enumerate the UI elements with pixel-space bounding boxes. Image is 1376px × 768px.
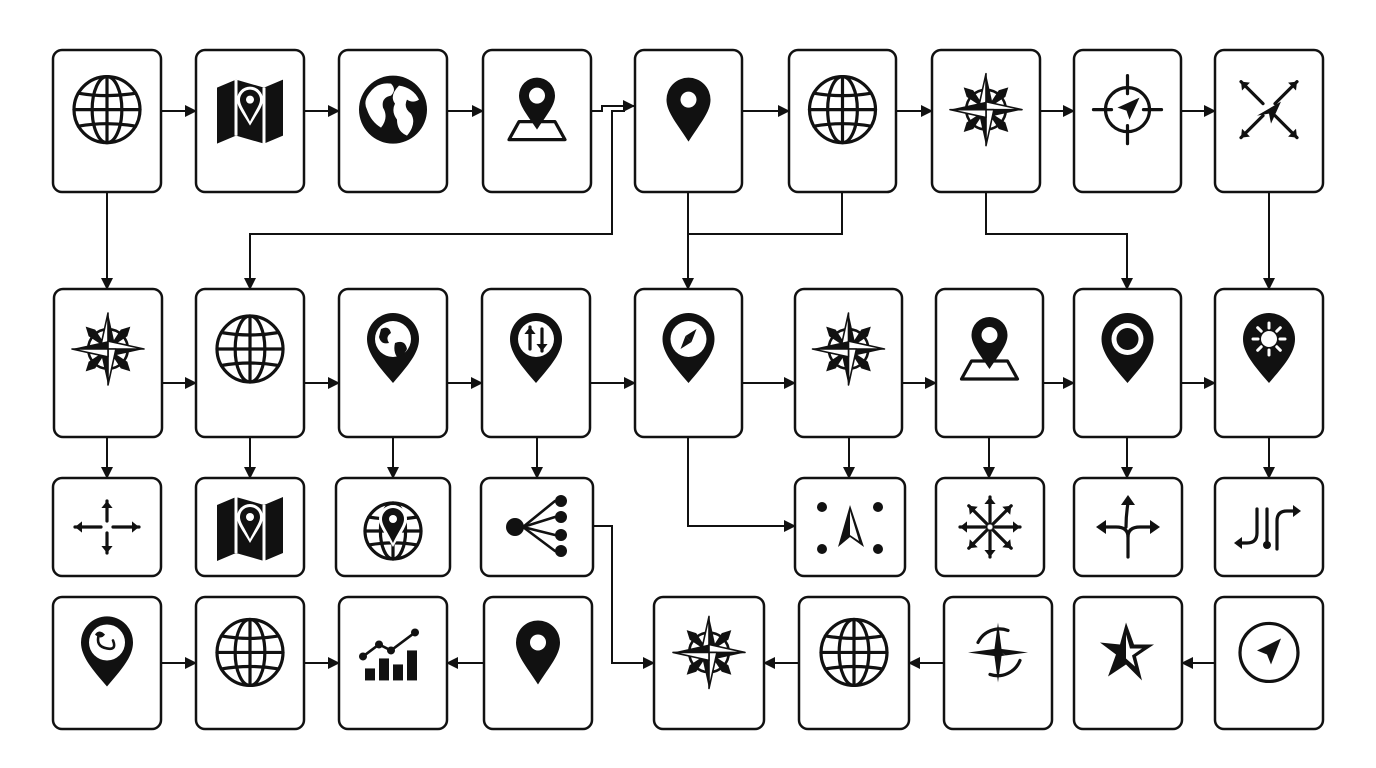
globe-icon [215,617,285,688]
compass-rose-icon [811,312,886,386]
node-n5 [633,48,744,194]
node-n1 [51,48,163,194]
connector-n7-n17 [985,192,1133,290]
node-frame [934,476,1046,578]
compass-circle-arrow-icon [1238,621,1300,684]
node-n10 [52,287,164,439]
node-n13 [480,287,592,439]
diverging-route-arrows-icon [1096,495,1160,559]
node-n22 [479,476,595,578]
node-frame [1213,48,1325,194]
node-n27 [51,595,163,731]
node-n3 [337,48,449,194]
eight-way-arrows-icon [958,495,1022,559]
pin-compass-icon [662,313,715,383]
node-n16 [934,287,1045,439]
node-n25 [1072,476,1184,578]
node-n34 [1072,595,1184,731]
node-n26 [1213,476,1325,578]
compass-rose-icon [71,312,145,386]
globe-icon [72,75,142,145]
node-n12 [337,287,449,439]
node-n6 [787,48,898,194]
globe-icon [807,75,878,145]
earth-continents-icon [359,75,427,144]
node-n17 [1072,287,1183,439]
location-pin-icon [516,620,560,685]
node-frame [1072,48,1183,194]
node-n23 [793,476,907,578]
pin-sun-icon [1243,313,1295,383]
node-n8 [1072,48,1183,194]
compass-rose-icon [949,72,1023,147]
pin-route-icon [81,616,133,687]
globe-icon [819,617,889,688]
node-n31 [652,595,766,731]
node-n20 [194,476,306,578]
navigation-arrow-dots-icon [817,502,883,554]
four-way-arrows-icon [73,499,141,555]
map-pin-on-plane-icon [959,317,1020,381]
connector-line [687,437,796,532]
connectors [101,100,1275,669]
globe-pin-icon [363,501,423,561]
node-n35 [1213,595,1325,731]
connector-line [985,192,1133,290]
star-navigation-arrow-icon [1100,622,1154,681]
node-n29 [337,595,449,731]
node-n28 [194,595,306,731]
target-crosshair-navigation-icon [1091,74,1164,146]
connector-line [593,525,655,669]
connector-n22-n31 [593,525,655,669]
node-frame [1213,595,1325,731]
folded-map-pin-icon [217,79,283,144]
node-n21 [334,476,452,578]
node-frame [479,476,595,578]
node-frame [337,595,449,731]
connector-line [591,100,635,112]
node-frame [51,476,163,578]
connector-n6-n14 [688,192,843,235]
node-n9 [1213,48,1325,194]
node-frame [1213,476,1325,578]
pin-up-down-arrows-icon [510,313,562,383]
node-n18 [1213,287,1325,439]
location-pin-icon [666,77,711,142]
compass-rose-icon [672,615,746,690]
connector-n14-n23 [687,437,796,532]
connector-n5-n11 [244,110,625,290]
node-n19 [51,476,163,578]
network-branch-icon [506,495,567,557]
connector-line [244,110,625,290]
connector-line [688,192,843,235]
map-pin-on-plane-icon [507,77,567,142]
node-n11 [194,287,306,439]
nodes [51,48,1325,731]
node-n2 [194,48,306,194]
node-n14 [633,287,744,439]
node-n30 [482,595,594,731]
node-frame [1072,476,1184,578]
trend-bar-chart-icon [359,628,419,681]
route-turn-arrows-icon [1234,505,1301,551]
node-n33 [942,595,1054,731]
compass-crosshair-icon [968,622,1028,683]
pin-ring-icon [1101,313,1154,383]
node-n7 [930,48,1042,194]
node-n15 [793,287,904,439]
node-n24 [934,476,1046,578]
globe-icon [215,314,285,384]
connector-n4-n5 [591,100,635,112]
arrows-expand-diagonal-icon [1239,80,1299,140]
earth-pin-icon [367,313,419,383]
folded-map-pin-icon [217,497,283,561]
node-n4 [481,48,593,194]
node-n32 [797,595,911,731]
